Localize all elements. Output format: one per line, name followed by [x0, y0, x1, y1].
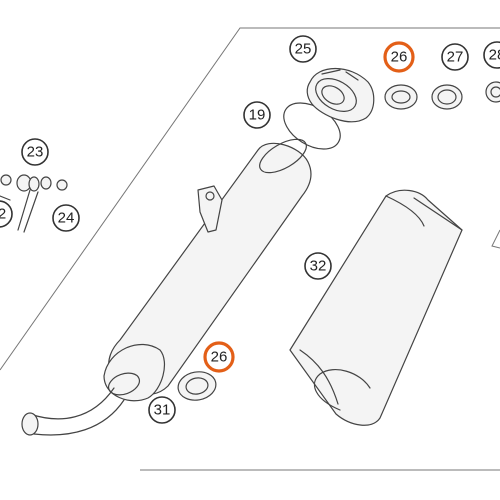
- callout-27: 27: [441, 43, 469, 71]
- callout-31-label: 31: [154, 402, 171, 419]
- callout-24: 24: [52, 204, 80, 232]
- callout-27-label: 27: [447, 49, 464, 66]
- muffler-part: [21, 138, 312, 436]
- callout-25: 25: [289, 35, 317, 63]
- assembly-frame: [0, 27, 500, 471]
- callout-28: 28: [483, 41, 500, 69]
- callout-31: 31: [148, 396, 176, 424]
- ring-28-part: [485, 81, 500, 103]
- ring-bottom-part: [177, 371, 217, 401]
- callout-26-bottom-label: 26: [211, 349, 228, 366]
- callout-32: 32: [304, 252, 332, 280]
- callout-32-label: 32: [310, 258, 327, 275]
- callout-28-label: 28: [489, 47, 500, 64]
- callout-26-top-label: 26: [391, 49, 408, 66]
- ring-27-part: [431, 84, 463, 110]
- callout-22-label: 2: [0, 206, 6, 223]
- callout-24-label: 24: [58, 210, 75, 227]
- insulation-sleeve-part: [289, 189, 463, 426]
- callout-23-label: 23: [27, 144, 44, 161]
- callout-22-partial: 2: [0, 200, 13, 228]
- fastener-set-part: [0, 174, 68, 233]
- callout-25-label: 25: [295, 41, 312, 58]
- callout-26-top: 26: [383, 41, 415, 73]
- ring-top-part: [384, 84, 418, 110]
- callout-26-bottom: 26: [203, 341, 235, 373]
- callout-23: 23: [21, 138, 49, 166]
- callout-19-label: 19: [249, 107, 266, 124]
- callout-19: 19: [243, 101, 271, 129]
- end-cap-part: [306, 68, 375, 123]
